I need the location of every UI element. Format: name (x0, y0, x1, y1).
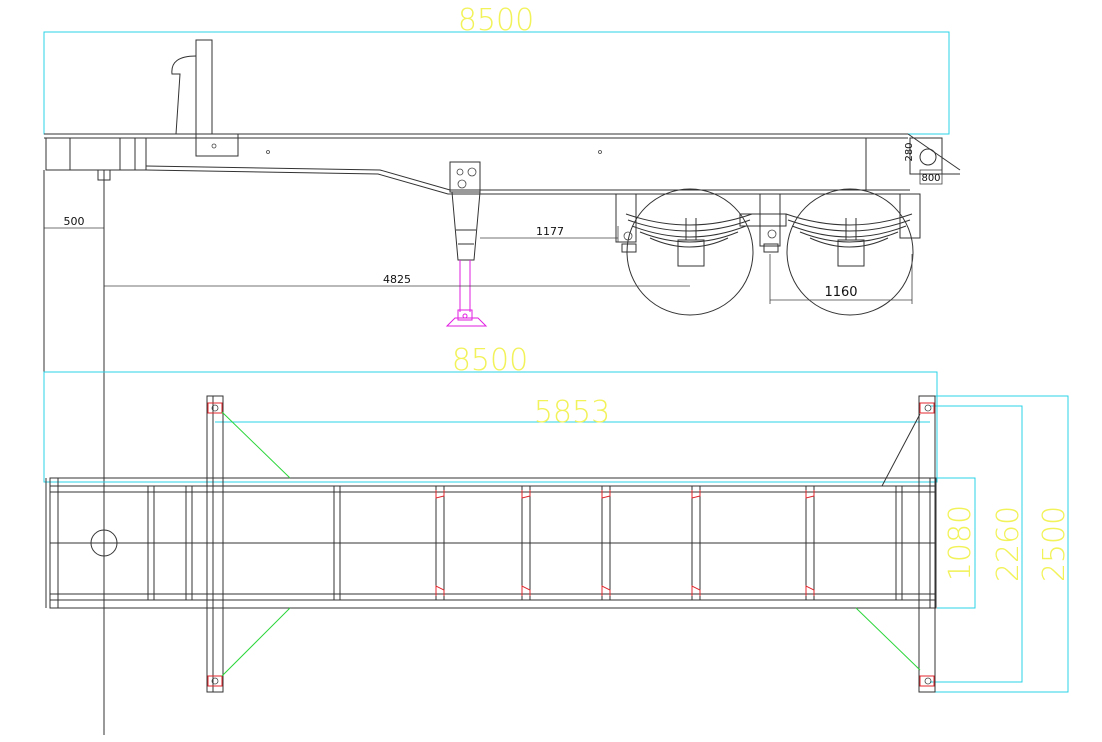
crossmember-marks (435, 490, 815, 596)
dim-800: 800 (921, 173, 940, 184)
top-frame (45, 477, 937, 609)
top-view: 8500 5853 1080 2260 2500 (43, 343, 1072, 693)
side-chassis (44, 133, 961, 195)
side-dimensions: 500 4825 1177 1160 280 800 (44, 142, 943, 304)
top-overall-width-label: 2500 (1037, 506, 1072, 582)
landing-gear (445, 161, 488, 327)
top-frame-width-label: 1080 (943, 505, 978, 581)
top-twistlock-spacing-label: 5853 (534, 395, 610, 430)
rear-twistlock-beam (918, 395, 936, 693)
landing-foot (445, 260, 488, 327)
rear-suspension (615, 188, 921, 316)
bracing (221, 411, 921, 677)
wheel-rear (786, 188, 914, 316)
dim-500: 500 (64, 215, 85, 228)
top-overall-length-box (43, 371, 938, 483)
dim-1177: 1177 (536, 225, 564, 238)
front-post (171, 39, 239, 157)
side-view: 8500 (43, 3, 961, 327)
kingpin-plate (90, 529, 118, 557)
front-twistlock-beam (206, 395, 224, 693)
dim-1160: 1160 (824, 285, 857, 300)
wheel-front (626, 188, 754, 316)
top-twistlock-width-label: 2260 (991, 506, 1026, 582)
dim-4825: 4825 (383, 273, 411, 286)
top-overall-length-label: 8500 (452, 343, 528, 378)
side-overall-length-label: 8500 (458, 3, 534, 38)
dim-280: 280 (904, 142, 915, 161)
